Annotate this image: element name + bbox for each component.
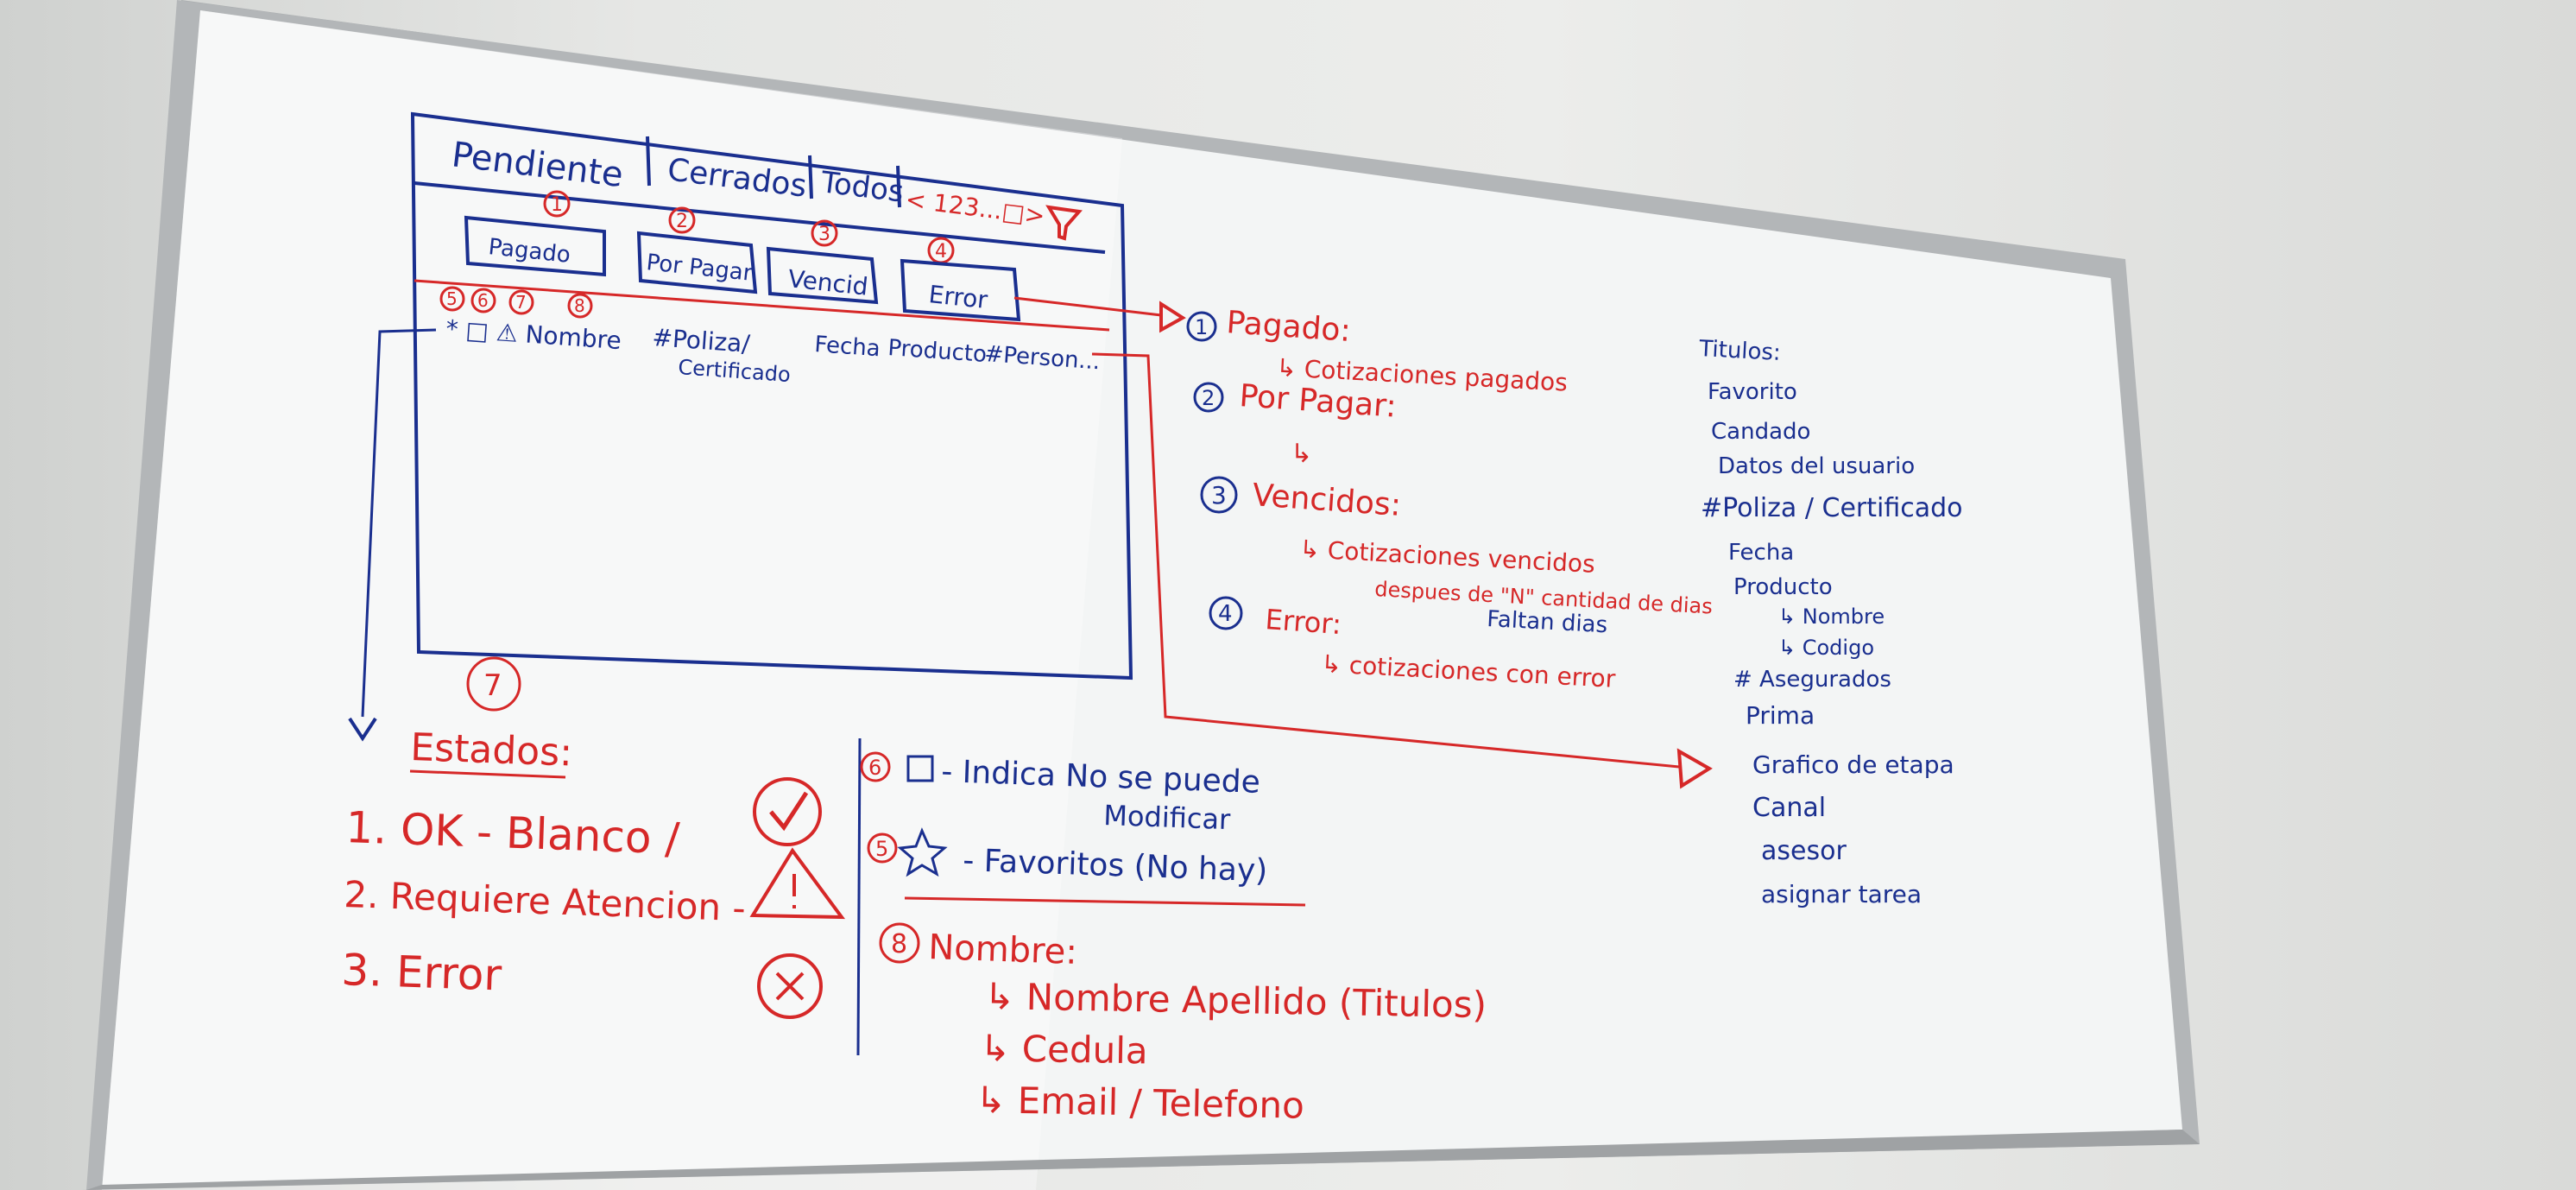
subtab-3: 3 Vencid [766,219,879,305]
note-8-item-3: ↳ Email / Telefono [975,1079,1304,1127]
svg-text:1: 1 [551,194,563,216]
lock-icon [906,755,934,782]
tab-separator-2 [808,155,813,199]
x-mark [775,972,805,1001]
star-icon [897,827,948,877]
tab-separator-3 [896,165,901,208]
blue-arrow-head [348,717,377,742]
estados-underline [409,769,566,779]
x-circle-icon [757,953,823,1019]
svg-text:Error: Error [927,280,989,314]
titulo-3: Datos del usuario [1718,453,1915,479]
legend-title-4: Error: [1264,603,1342,641]
titulo-4: #Poliza / Certificado [1701,493,1963,523]
legend-desc-2: ↳ [1291,439,1312,469]
svg-text:2: 2 [676,211,688,232]
red-arrow-head-legend [1159,301,1186,333]
estado-1: 1. OK - Blanco / [345,802,681,864]
titulo-10: Prima [1746,701,1815,730]
svg-text:8: 8 [574,295,585,316]
column-poliza: #Poliza/ [652,323,752,358]
notes-divider [856,737,862,1056]
titulo-9: # Asegurados [1733,667,1891,693]
note-8-item-2: ↳ Cedula [980,1027,1148,1072]
titulo-7: ↳ Nombre [1778,604,1885,629]
check-mark [769,791,809,832]
titulos: Titulos: Favorito Candado Datos del usua… [1698,336,1963,908]
tab-separator-1 [646,136,651,187]
note-8-item-1: ↳ Nombre Apellido (Titulos) [984,975,1487,1026]
svg-text:3: 3 [818,224,830,245]
titulo-8: ↳ Codigo [1778,636,1874,660]
titulo-11: Grafico de etapa [1752,750,1954,779]
note-6-num: 6 [868,756,881,780]
whiteboard-surface [102,10,2182,1190]
tabs-divider [414,181,1106,254]
note-6-line2: Modificar [1103,799,1232,836]
titulo-13: asesor [1761,836,1847,866]
estados-title: Estados: [410,725,573,775]
notes: 6 - Indica No se puede Modificar 5 - Fav… [860,751,1487,1127]
titulo-1: Favorito [1708,379,1797,405]
note-5-num: 5 [875,837,888,861]
red-arrow-to-legend [1013,296,1162,317]
legend-num-2: 2 [1202,386,1215,410]
legend-num-4: 4 [1218,601,1233,627]
titulo-5: Fecha [1728,540,1794,566]
svg-text:7: 7 [515,292,527,313]
note-8-title: Nombre: [928,927,1078,972]
legend-num-3: 3 [1211,481,1227,510]
board-bottom-rail [86,1130,2200,1190]
subtab-4: 4 Error [900,237,1021,322]
titulos-title: Titulos: [1698,336,1782,366]
titulo-2: Candado [1711,419,1810,445]
svg-text:4: 4 [935,241,947,263]
note-8-num: 8 [891,929,907,959]
estado-3: 3. Error [341,945,503,1000]
legend-desc-3c: Faltan dias [1487,606,1608,638]
column-fecha: Fecha [814,332,881,362]
column-markers: 5 6 7 8 [439,286,593,319]
marker-7-circle [466,656,521,712]
wireframe-box [410,111,1133,680]
whiteboard-sheen [102,10,1122,1190]
filter-icon [1045,205,1083,241]
titulo-12: Canal [1752,793,1826,823]
red-arrow-head-titulos [1676,748,1713,789]
legend-num-1: 1 [1195,315,1208,339]
warning-triangle-icon [749,847,846,920]
marker-7: 7 [483,668,502,703]
legend-title-1: Pagado: [1225,305,1352,349]
note-5-underline [904,896,1306,907]
titulo-6: Producto [1733,574,1833,600]
titulo-14: asignar tarea [1761,880,1922,908]
red-arrow-to-titulos [1091,352,1680,769]
svg-text:5: 5 [446,288,458,309]
header-separator [414,279,1110,332]
svg-text:6: 6 [477,290,489,311]
check-circle-icon [753,777,822,846]
blue-arrow-to-estados [361,328,437,718]
